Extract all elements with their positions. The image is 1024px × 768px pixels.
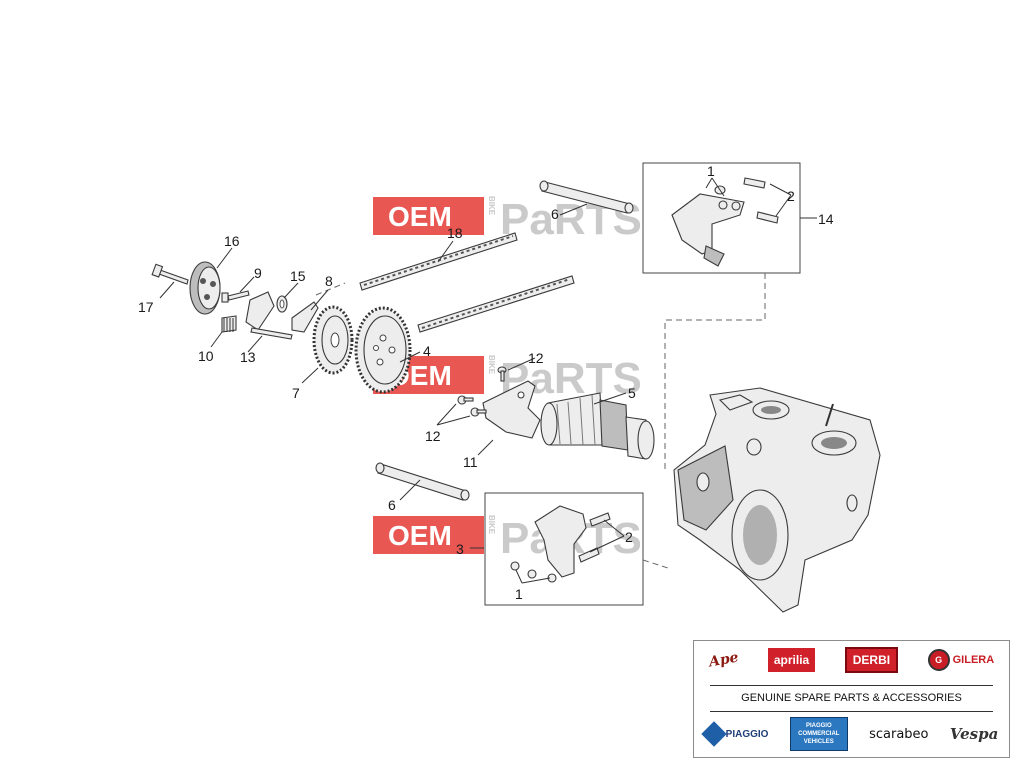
watermark-bike-text: BIKE [487, 196, 496, 216]
piaggio-commercial-vehicles-logo: PIAGGIO COMMERCIAL VEHICLES [789, 717, 848, 751]
commercial-line-3: VEHICLES [803, 739, 834, 745]
crankcase-cover-disc [189, 261, 221, 315]
callout-12: 12 [528, 350, 544, 366]
piaggio-logo: PIAGGIO [700, 721, 769, 747]
detail-box-lower-rocker [484, 492, 644, 606]
screw-12-left-b [470, 407, 487, 417]
callout-1: 1 [707, 163, 715, 179]
commercial-line-1: PIAGGIO [805, 723, 832, 729]
callout-13: 13 [240, 349, 256, 365]
callout-6: 6 [551, 206, 559, 222]
sprocket-7 [312, 305, 354, 375]
ape-logo: Ape [707, 649, 740, 671]
gilera-logo: G GILERA [927, 649, 995, 671]
screw-12-upper [497, 366, 507, 382]
gilera-emblem-icon: G [927, 649, 950, 671]
callout-16: 16 [224, 233, 240, 249]
divider-bottom [710, 711, 993, 712]
callout-3: 3 [456, 541, 464, 557]
washer-15 [276, 295, 288, 313]
callout-15: 15 [290, 268, 306, 284]
divider-top [710, 685, 993, 686]
callout-18: 18 [447, 225, 463, 241]
pin-13 [250, 327, 293, 340]
guide-line-chain [315, 282, 346, 296]
callout-8: 8 [325, 273, 333, 289]
leader-lines [159, 177, 817, 584]
scarabeo-logo: scarabeo [869, 726, 929, 742]
shaft-top [539, 180, 634, 214]
callout-9: 9 [254, 265, 262, 281]
callout-2: 2 [787, 188, 795, 204]
callout-5: 5 [628, 385, 636, 401]
watermark-bike-text: BIKE [487, 515, 496, 535]
camshaft [540, 392, 655, 460]
callout-6: 6 [388, 497, 396, 513]
tagline: GENUINE SPARE PARTS & ACCESSORIES [741, 692, 962, 704]
brand-logos-top: Ape aprilia DERBI G GILERA [694, 647, 1009, 673]
piaggio-diamond-icon [700, 721, 727, 747]
piaggio-logo-text: PIAGGIO [725, 728, 769, 740]
callout-1: 1 [515, 586, 523, 602]
brand-panel: Ape aprilia DERBI G GILERA GENUINE SPARE… [693, 640, 1010, 758]
spring-10 [221, 315, 237, 333]
bolt-17 [151, 263, 189, 285]
vespa-logo: Vespa [949, 725, 999, 743]
derbi-logo: DERBI [844, 647, 899, 673]
aprilia-logo: aprilia [767, 648, 816, 672]
rocker-arm-upper [671, 177, 779, 267]
screw-12-left-a [457, 395, 474, 405]
watermark-oem-text: OEM [388, 520, 452, 551]
callout-numbers: 1 1 2 2 3 4 5 6 6 7 8 9 10 11 12 12 13 1… [138, 163, 834, 602]
callout-2: 2 [625, 529, 633, 545]
bolt-9 [221, 290, 250, 303]
camshaft-gear [354, 306, 412, 394]
retaining-plate-11 [482, 380, 541, 439]
callout-14: 14 [818, 211, 834, 227]
shaft-bottom [375, 462, 470, 501]
watermark-oem-text: OEM [388, 201, 452, 232]
callout-4: 4 [423, 343, 431, 359]
callout-7: 7 [292, 385, 300, 401]
callout-12: 12 [425, 428, 441, 444]
cylinder-head [673, 387, 881, 613]
gilera-logo-text: GILERA [952, 654, 995, 666]
callout-17: 17 [138, 299, 154, 315]
brand-logos-bottom: PIAGGIO PIAGGIO COMMERCIAL VEHICLES scar… [694, 717, 1009, 751]
guide-line-upper [664, 273, 766, 470]
rocker-arm-lower [510, 505, 611, 583]
callout-10: 10 [198, 348, 214, 364]
watermark-bike-text: BIKE [487, 355, 496, 375]
commercial-line-2: COMMERCIAL [798, 731, 840, 737]
guide-line-lower [642, 559, 669, 569]
callout-11: 11 [463, 454, 478, 470]
